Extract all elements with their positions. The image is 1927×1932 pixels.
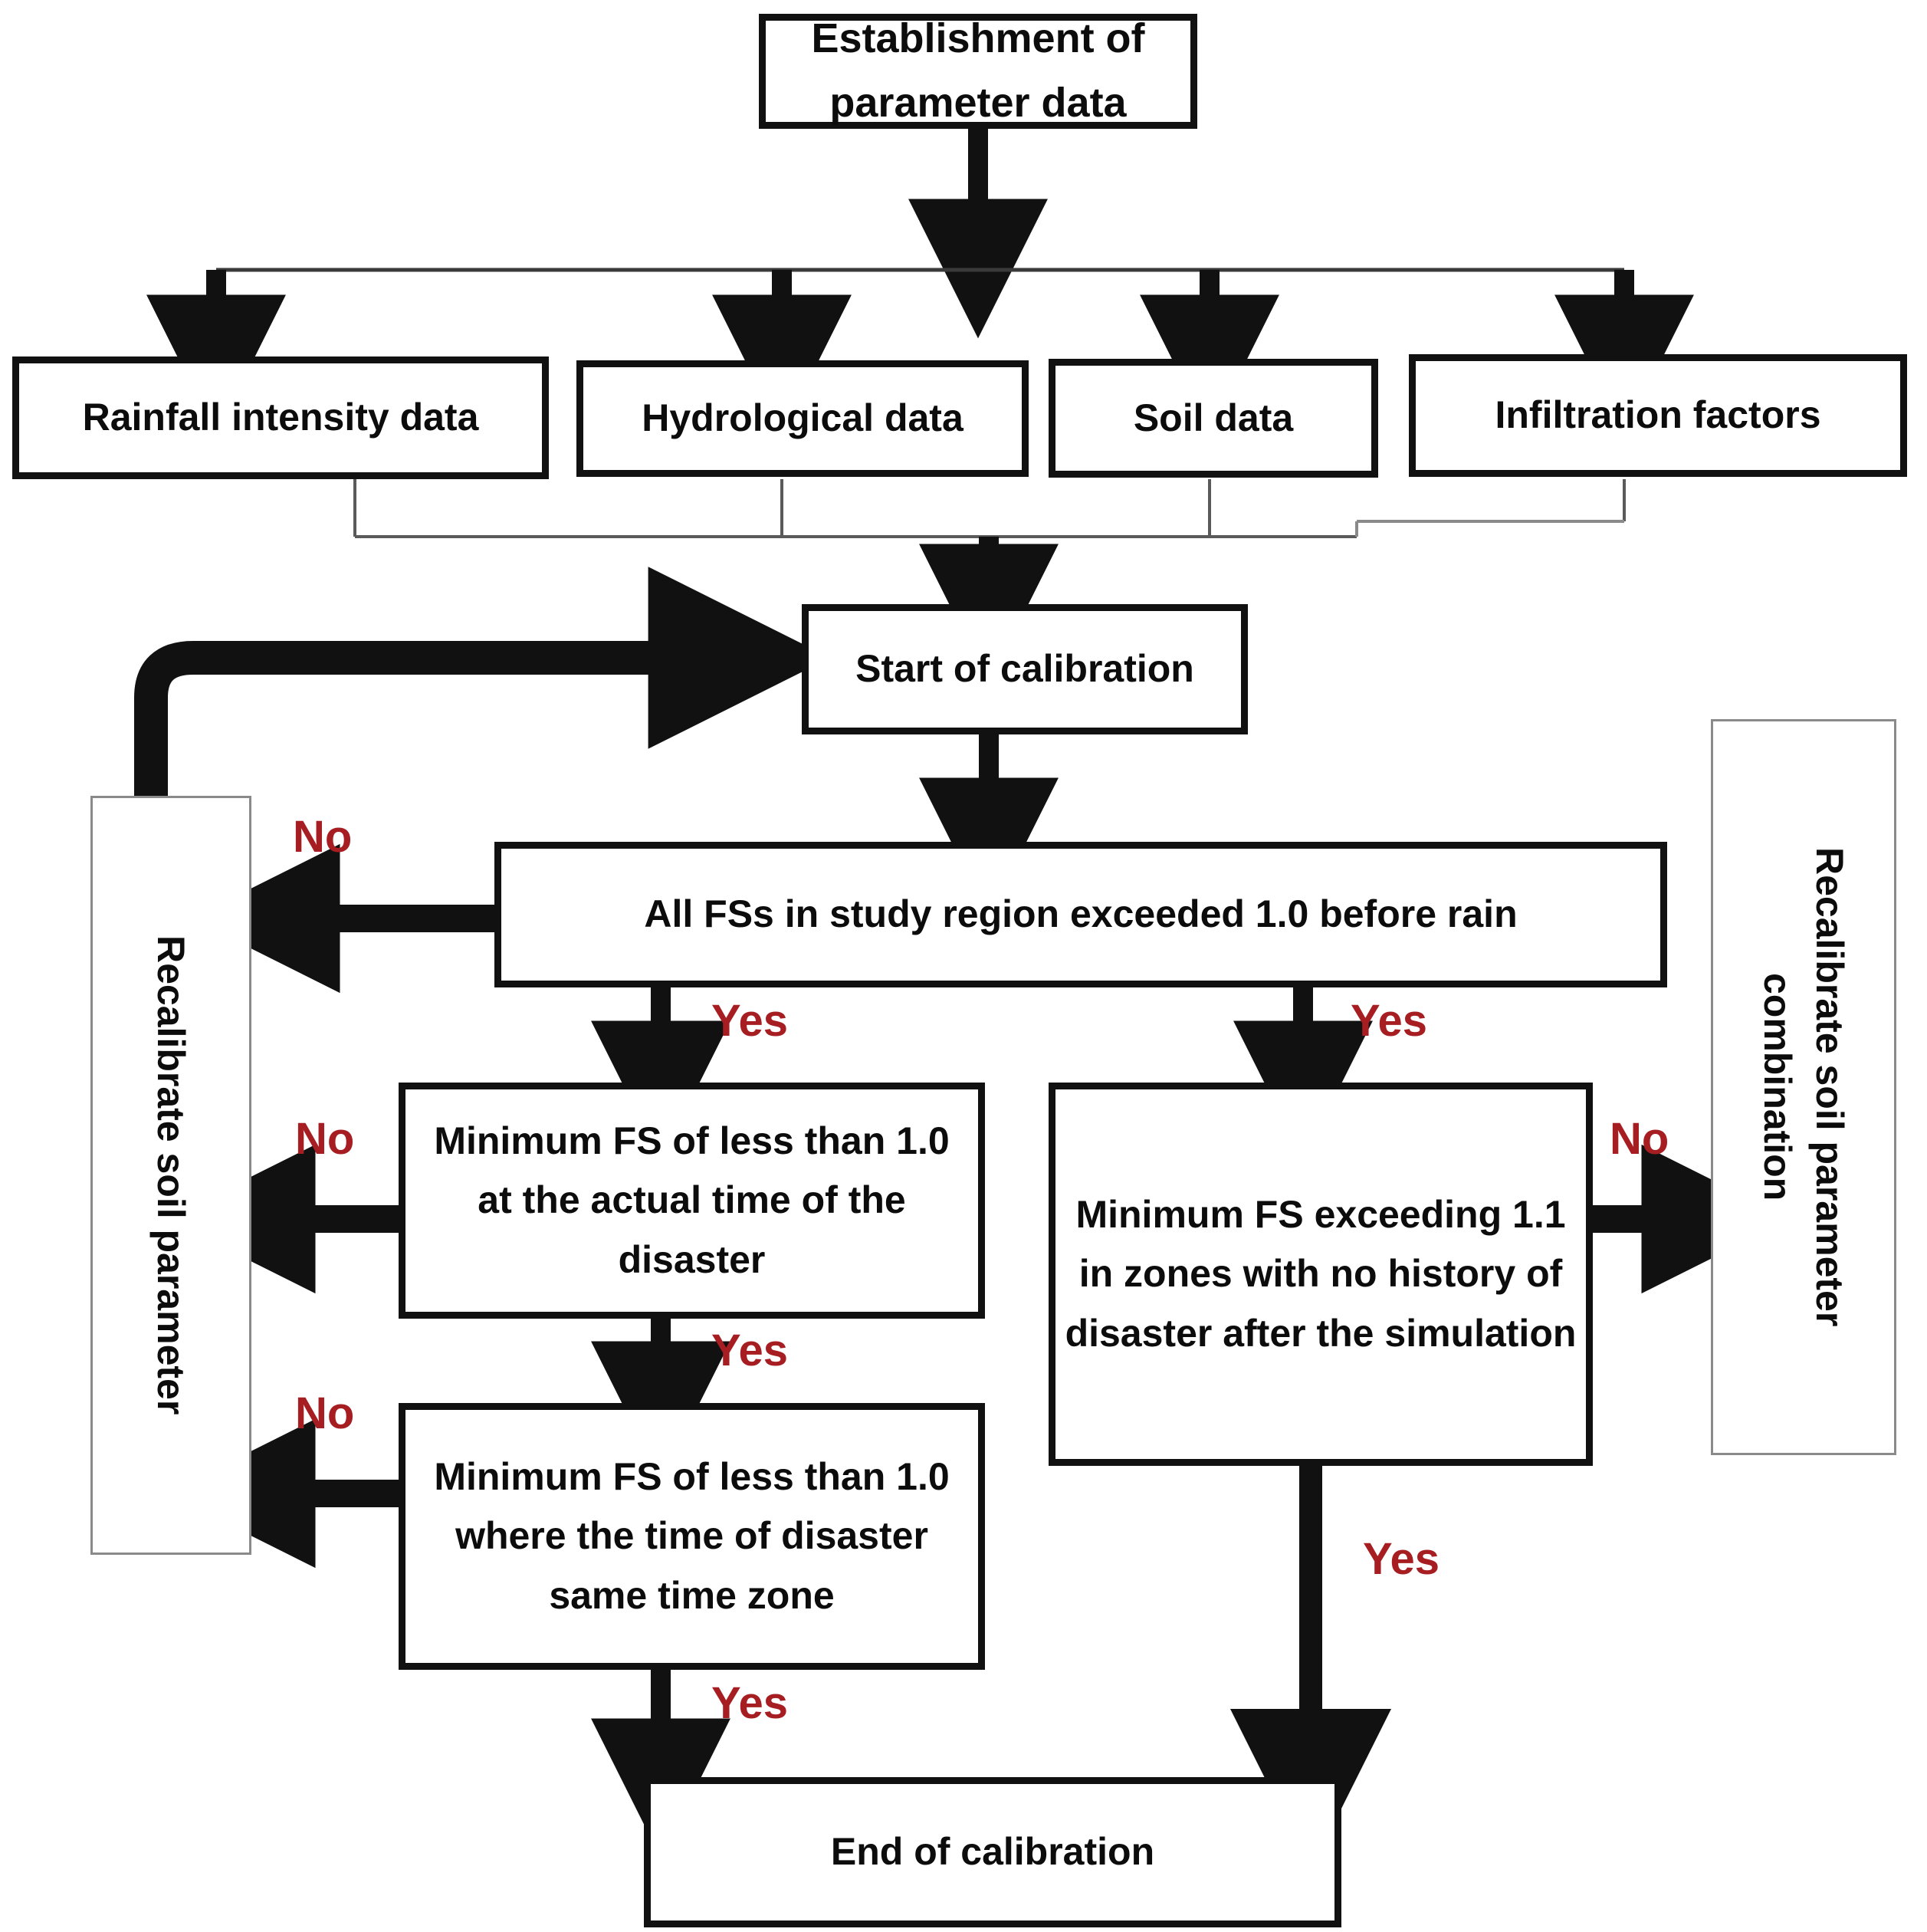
- edge-label-yes-allfs-left: Yes: [711, 996, 788, 1046]
- node-hydrological-label: Hydrological data: [642, 396, 964, 440]
- node-soil-label: Soil data: [1133, 396, 1294, 439]
- edge-label-yes-minfs-actual: Yes: [711, 1326, 788, 1375]
- node-recalibrate-combination-line2: combination: [1756, 973, 1799, 1201]
- node-decision-allfs-label: All FSs in study region exceeded 1.0 bef…: [644, 892, 1518, 936]
- node-minfs-exceed-label: Minimum FS exceeding 1.1 in zones with n…: [1065, 1192, 1577, 1355]
- edge-label-no-minfs-actual: No: [295, 1114, 355, 1164]
- edge-label-yes-minfs-zone: Yes: [711, 1678, 788, 1728]
- merge-bus: [353, 479, 1626, 538]
- node-end-of-calibration[interactable]: End of calibration: [644, 1777, 1341, 1927]
- node-minfs-actual-label: Minimum FS of less than 1.0 at the actua…: [434, 1119, 950, 1281]
- node-hydrological-data[interactable]: Hydrological data: [576, 360, 1029, 477]
- node-infiltration-label: Infiltration factors: [1495, 393, 1821, 437]
- recalibrate-combination-text-stack: Recalibrate soil parameter combination: [1755, 847, 1852, 1326]
- node-recalibrate-soil-parameter-label: Recalibrate soil parameter: [149, 935, 192, 1415]
- node-decision-all-fs-exceeded[interactable]: All FSs in study region exceeded 1.0 bef…: [494, 842, 1667, 987]
- node-decision-min-fs-same-time-zone[interactable]: Minimum FS of less than 1.0 where the ti…: [399, 1403, 985, 1670]
- edge-label-no-minfs-zone: No: [295, 1388, 355, 1438]
- node-recalibrate-combination-line1: Recalibrate soil parameter: [1808, 847, 1851, 1327]
- node-rainfall-label: Rainfall intensity data: [82, 396, 479, 439]
- node-recalibrate-soil-parameter[interactable]: Recalibrate soil parameter: [90, 796, 251, 1555]
- node-start-calibration-label: Start of calibration: [855, 647, 1194, 691]
- edge-label-no-minfs-exceed: No: [1610, 1114, 1669, 1164]
- node-decision-min-fs-exceeding[interactable]: Minimum FS exceeding 1.1 in zones with n…: [1049, 1083, 1593, 1466]
- node-start-of-calibration[interactable]: Start of calibration: [802, 604, 1248, 734]
- node-establishment-of-parameter-data[interactable]: Establishment of parameter data: [759, 14, 1197, 129]
- node-decision-min-fs-actual-time[interactable]: Minimum FS of less than 1.0 at the actua…: [399, 1083, 985, 1319]
- node-minfs-zone-label: Minimum FS of less than 1.0 where the ti…: [434, 1454, 950, 1617]
- node-recalibrate-soil-parameter-combination[interactable]: Recalibrate soil parameter combination: [1711, 719, 1896, 1455]
- edge-label-yes-minfs-exceed: Yes: [1363, 1534, 1440, 1584]
- node-rainfall-intensity-data[interactable]: Rainfall intensity data: [12, 356, 549, 479]
- edge-label-yes-allfs-right: Yes: [1351, 996, 1427, 1046]
- node-end-calibration-label: End of calibration: [830, 1830, 1155, 1874]
- node-infiltration-factors[interactable]: Infiltration factors: [1409, 354, 1907, 477]
- edge-label-no-allfs: No: [293, 812, 353, 862]
- arrow-recalibrate-loop-to-start: [134, 567, 831, 797]
- node-soil-data[interactable]: Soil data: [1049, 359, 1378, 478]
- node-establishment-label: Establishment of parameter data: [811, 15, 1145, 126]
